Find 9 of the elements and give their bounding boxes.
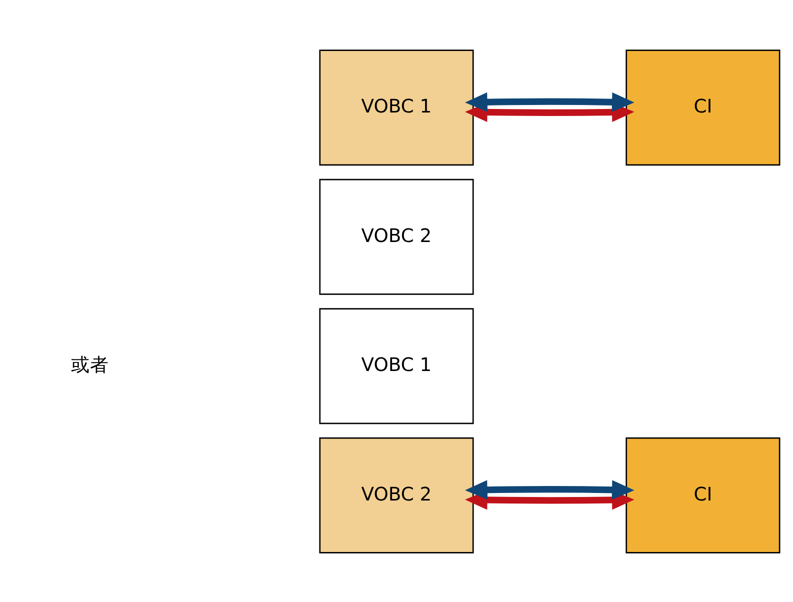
arrow	[465, 480, 634, 500]
node-box: VOBC 1	[319, 49, 474, 166]
node-box: VOBC 2	[319, 178, 474, 294]
node-box: CI	[626, 436, 780, 553]
node-box: CI	[626, 49, 780, 166]
node-box: VOBC 1	[319, 308, 474, 424]
node-box: VOBC 2	[319, 436, 474, 553]
label: 或者	[71, 354, 110, 376]
arrow	[465, 92, 634, 112]
